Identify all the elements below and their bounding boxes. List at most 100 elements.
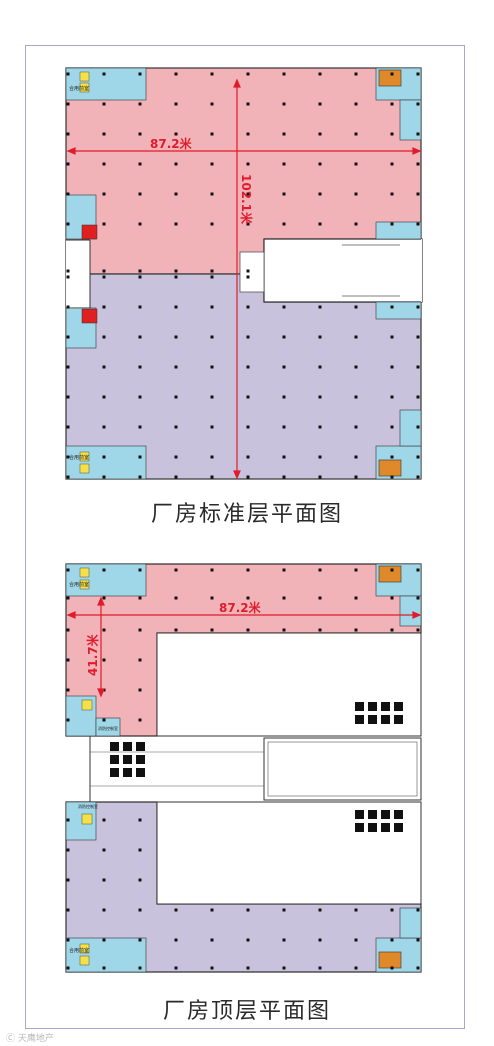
structural-column	[138, 162, 142, 166]
structural-column	[174, 395, 178, 399]
structural-column	[390, 966, 394, 970]
structural-column	[318, 222, 322, 226]
structural-column	[66, 162, 70, 166]
structural-column	[174, 628, 178, 632]
structural-column	[390, 395, 394, 399]
structural-column	[102, 192, 106, 196]
structural-column	[416, 455, 420, 459]
structural-column	[138, 102, 142, 106]
structural-column	[102, 275, 106, 279]
structural-column	[138, 132, 142, 136]
roof-equipment	[110, 702, 403, 832]
dimension-width: 87.2米	[150, 136, 193, 151]
structural-column	[282, 475, 286, 479]
fire-room-1	[81, 224, 98, 240]
structural-column	[246, 222, 250, 226]
structural-column	[416, 966, 420, 970]
roof-unit	[355, 702, 364, 711]
roof-unit	[394, 715, 403, 724]
structural-column	[246, 455, 250, 459]
structural-column	[390, 305, 394, 309]
roof-unit	[394, 810, 403, 819]
roof-unit	[394, 823, 403, 832]
structural-column	[282, 192, 286, 196]
structural-column	[66, 102, 70, 106]
structural-column	[246, 305, 250, 309]
structural-column	[210, 305, 214, 309]
structural-column	[210, 455, 214, 459]
column-grid	[66, 568, 420, 970]
structural-column	[174, 425, 178, 429]
room-label-control: 消防控制室	[98, 725, 118, 731]
south-block	[65, 273, 422, 480]
structural-column	[318, 966, 322, 970]
structural-column	[246, 938, 250, 942]
structural-column	[246, 132, 250, 136]
structural-column	[174, 568, 178, 572]
structural-column	[354, 395, 358, 399]
structural-column	[138, 72, 142, 76]
dimension-depth: 41.7米	[85, 633, 100, 676]
structural-column	[390, 455, 394, 459]
structural-column	[138, 365, 142, 369]
structural-column	[318, 908, 322, 912]
structural-column	[66, 425, 70, 429]
structural-column	[102, 818, 106, 822]
structural-column	[138, 718, 142, 722]
structural-column	[416, 162, 420, 166]
structural-column	[174, 269, 178, 273]
structural-column	[138, 908, 142, 912]
roof-unit	[110, 742, 119, 751]
structural-column	[174, 365, 178, 369]
structural-column	[138, 568, 142, 572]
structural-column	[138, 938, 142, 942]
structural-column	[354, 192, 358, 196]
structural-column	[416, 425, 420, 429]
structural-column	[66, 395, 70, 399]
structural-column	[66, 688, 70, 692]
stair-orange-ne	[378, 69, 402, 87]
structural-column	[138, 475, 142, 479]
structural-column	[246, 628, 250, 632]
structural-column	[66, 222, 70, 226]
room-label: 合用前室	[69, 581, 89, 588]
structural-column	[390, 596, 394, 600]
structural-column	[66, 455, 70, 459]
structural-column	[318, 335, 322, 339]
structural-column	[318, 475, 322, 479]
fire-room-2	[81, 308, 98, 324]
roof-unit	[355, 715, 364, 724]
top-floor-plan: 合用前室 合用前室 消防控制室 消防控制室 87.2米 41.7米	[65, 563, 422, 973]
structural-column	[210, 275, 214, 279]
roof-unit	[381, 810, 390, 819]
structural-column	[102, 596, 106, 600]
structural-column	[246, 365, 250, 369]
structural-column	[66, 718, 70, 722]
structural-column	[66, 878, 70, 882]
structural-column	[102, 425, 106, 429]
roof-unit	[110, 768, 119, 777]
structural-column	[390, 475, 394, 479]
structural-column	[282, 596, 286, 600]
structural-column	[210, 568, 214, 572]
structural-column	[138, 818, 142, 822]
structural-column	[282, 102, 286, 106]
structural-column	[416, 628, 420, 632]
stair-orange-se	[378, 459, 402, 477]
structural-column	[354, 596, 358, 600]
structural-column	[66, 848, 70, 852]
structural-column	[318, 568, 322, 572]
structural-column	[102, 365, 106, 369]
structural-column	[174, 72, 178, 76]
structural-column	[390, 222, 394, 226]
structural-column	[66, 275, 70, 279]
structural-column	[66, 192, 70, 196]
structural-column	[318, 162, 322, 166]
structural-column	[416, 192, 420, 196]
structural-column	[246, 908, 250, 912]
structural-column	[102, 568, 106, 572]
roof-unit	[368, 715, 377, 724]
structural-column	[390, 192, 394, 196]
structural-column	[102, 269, 106, 273]
structural-column	[138, 275, 142, 279]
